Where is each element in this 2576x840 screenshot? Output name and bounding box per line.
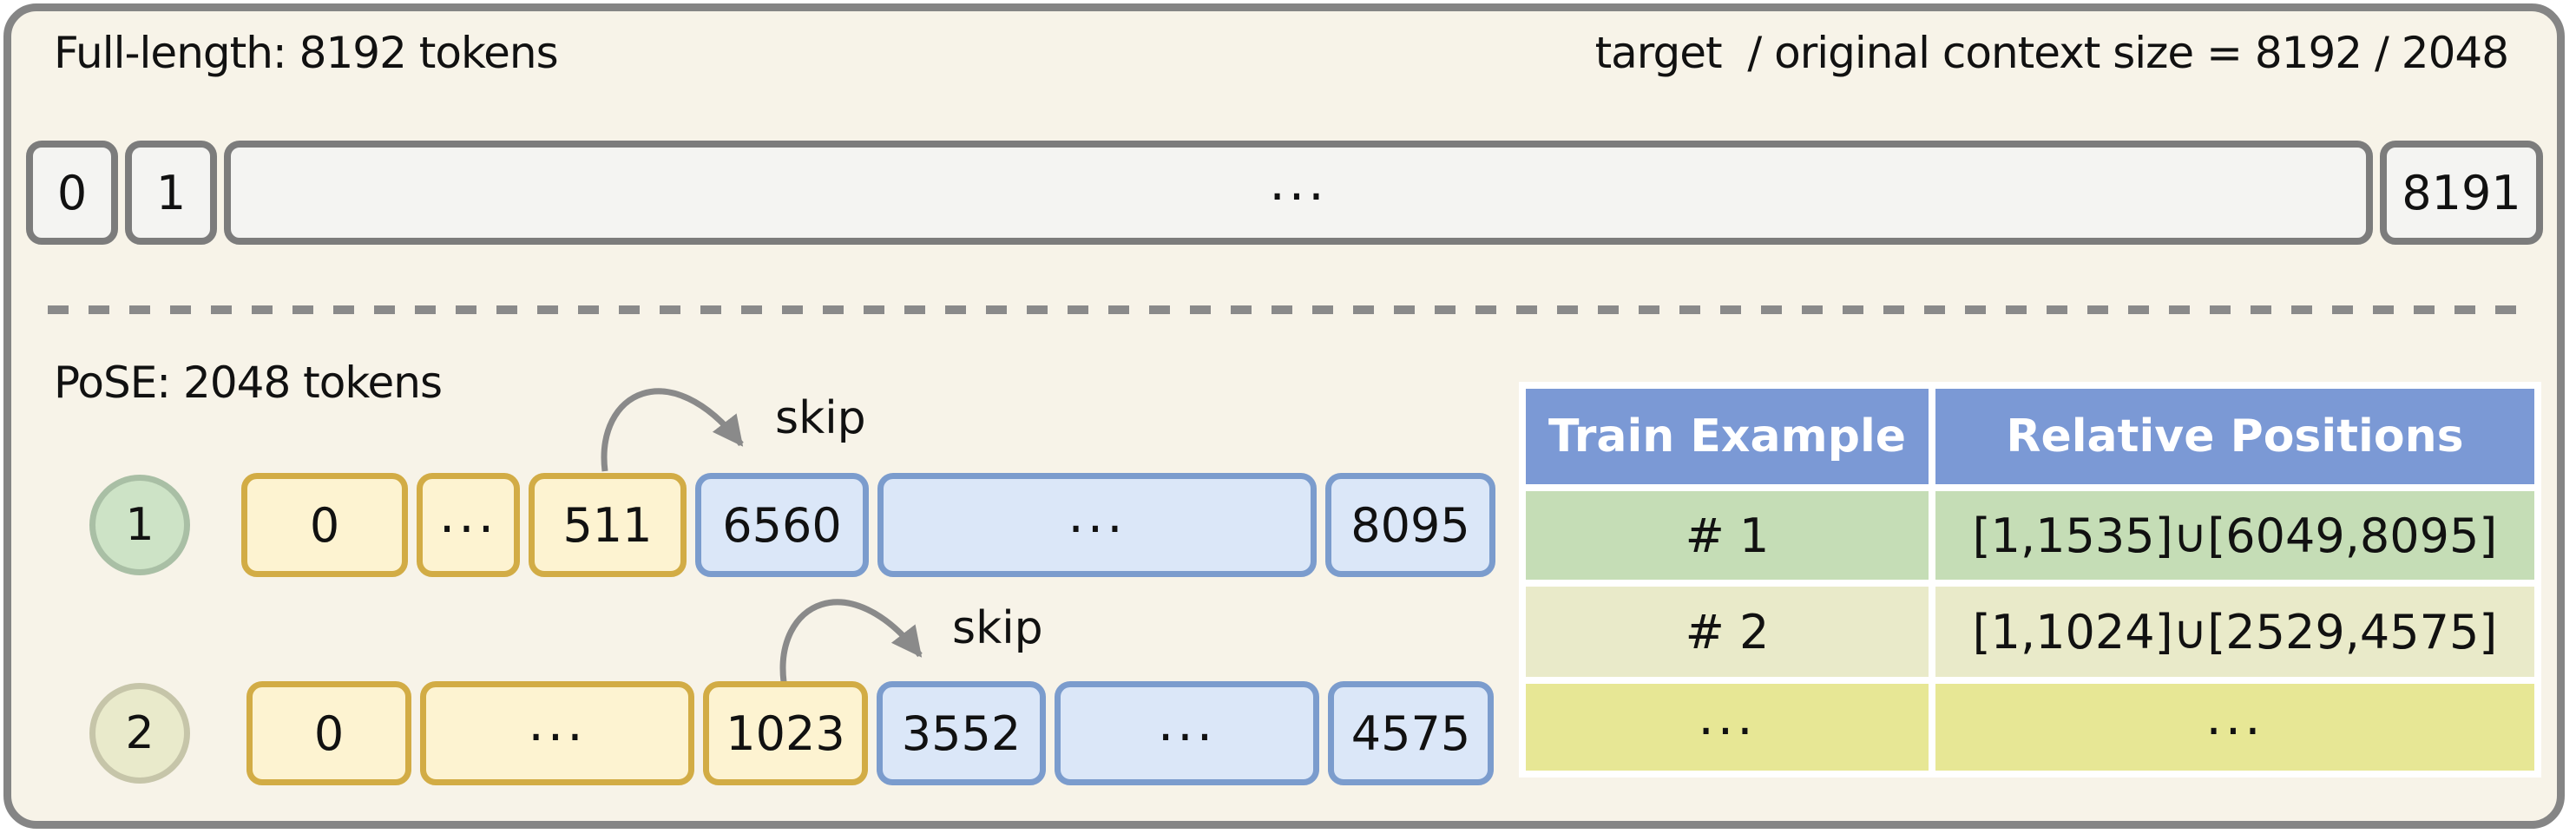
token-value: 0: [313, 705, 345, 761]
skip-label-1: skip: [775, 392, 866, 444]
example-2-badge: 2: [89, 683, 190, 784]
token-value: ...: [438, 485, 498, 544]
example-number: 2: [125, 707, 154, 759]
table-ellipsis: ...: [2205, 687, 2264, 746]
full-bar-token-0: 0: [26, 141, 118, 245]
table-row-1-example: # 1: [1526, 491, 1929, 580]
ex2-token-4575: 4575: [1328, 681, 1494, 785]
dashed-divider: [48, 305, 2528, 314]
token-value: 8095: [1350, 497, 1470, 553]
full-bar-token-8191: 8191: [2380, 141, 2543, 245]
ex1-token-511: 511: [529, 473, 687, 577]
token-value: ...: [528, 693, 587, 752]
table-row-1-positions: [1,1535]∪[6049,8095]: [1935, 491, 2534, 580]
ex1-token-8095: 8095: [1325, 473, 1495, 577]
token-value: 8191: [2402, 165, 2521, 220]
table-ellipsis: ...: [1698, 687, 1757, 746]
table-header-train-example: Train Example: [1526, 389, 1929, 484]
ex1-token-ellipsis-a: ...: [417, 473, 520, 577]
token-value: ...: [1068, 485, 1127, 544]
ex2-token-3552: 3552: [877, 681, 1046, 785]
token-value: 4575: [1350, 705, 1471, 761]
relative-positions-table: Train Example Relative Positions # 1 [1,…: [1519, 382, 2541, 778]
token-value: 6560: [722, 497, 842, 553]
full-length-label: Full-length: 8192 tokens: [54, 28, 559, 78]
ex2-token-0: 0: [246, 681, 411, 785]
example-1-badge: 1: [89, 475, 190, 575]
ex1-token-6560: 6560: [695, 473, 869, 577]
token-value: 0: [309, 497, 340, 553]
ex2-token-ellipsis-b: ...: [1055, 681, 1319, 785]
token-value: 1023: [726, 705, 845, 761]
table-row-3-example: ...: [1526, 684, 1929, 771]
table-row-3-positions: ...: [1935, 684, 2534, 771]
pose-label: PoSE: 2048 tokens: [54, 358, 443, 408]
table-row-2-example: # 2: [1526, 587, 1929, 677]
token-value: 1: [155, 165, 187, 220]
full-bar-token-1: 1: [125, 141, 217, 245]
token-value: ...: [1157, 693, 1217, 752]
context-ratio-label: target / original context size = 8192 / …: [1594, 28, 2509, 78]
table-row-2-positions: [1,1024]∪[2529,4575]: [1935, 587, 2534, 677]
ex2-token-ellipsis-a: ...: [420, 681, 694, 785]
ex2-token-1023: 1023: [703, 681, 868, 785]
example-number: 1: [125, 499, 154, 551]
ex1-token-0: 0: [241, 473, 408, 577]
ex1-token-ellipsis-b: ...: [877, 473, 1317, 577]
token-value: 3552: [901, 705, 1022, 761]
token-value: 0: [56, 165, 88, 220]
full-bar-token-ellipsis: ...: [224, 141, 2373, 245]
skip-label-2: skip: [952, 602, 1043, 654]
table-header-relative-positions: Relative Positions: [1935, 389, 2534, 484]
token-value: 511: [562, 497, 653, 553]
token-value: ...: [1269, 153, 1328, 212]
